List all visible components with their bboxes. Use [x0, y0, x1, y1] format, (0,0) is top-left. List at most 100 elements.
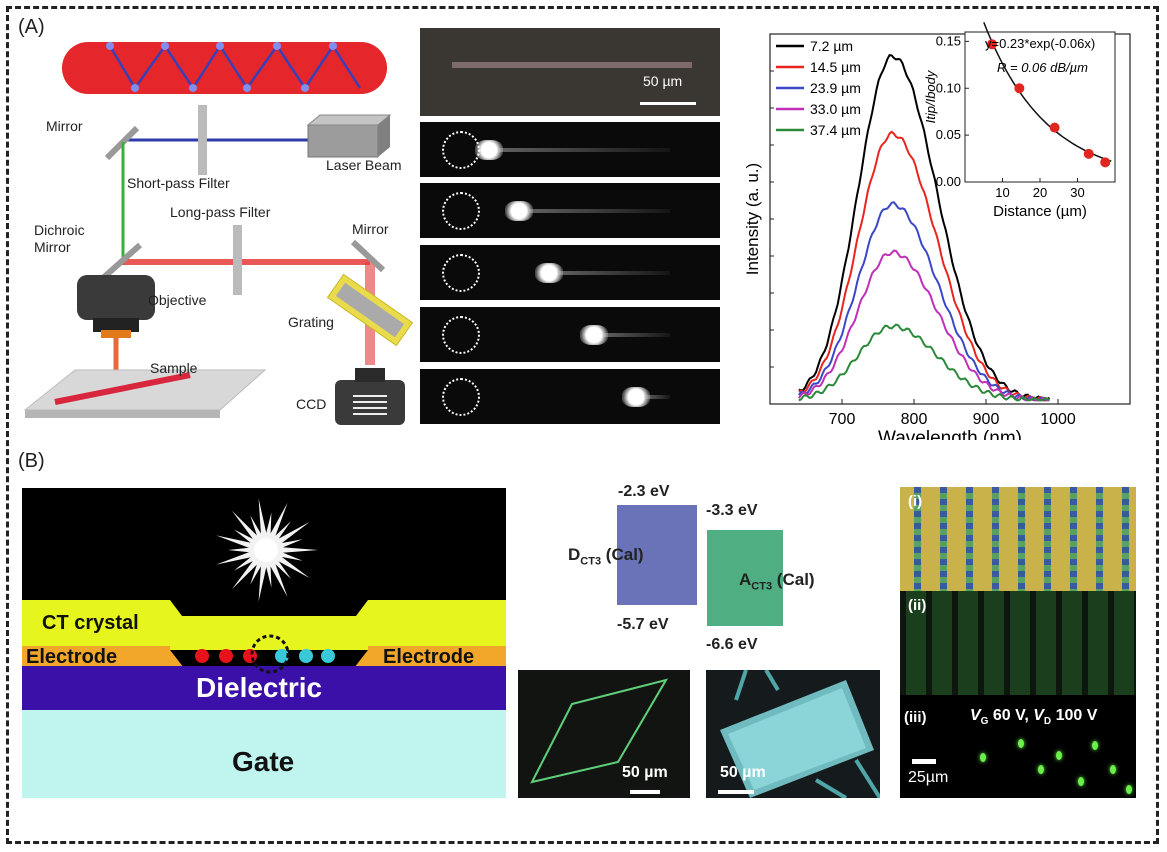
el-spot [980, 753, 986, 762]
electrode-left [22, 646, 170, 668]
emission-spot [505, 201, 533, 221]
inset-y-tick-label: 0.10 [936, 80, 961, 95]
electrode-stripe [914, 487, 921, 591]
el-spot [1038, 765, 1044, 774]
tip-circle [442, 378, 480, 416]
label-short-pass: Short-pass Filter [127, 175, 230, 191]
legend-label: 33.0 µm [810, 101, 861, 117]
long-pass-filter [233, 225, 242, 295]
sample-plate [23, 369, 267, 411]
legend-label: 37.4 µm [810, 122, 861, 138]
inset-x-tick-label: 20 [1033, 185, 1047, 200]
bright-field-image: 50 µm [420, 28, 720, 116]
gate-layer [22, 710, 506, 798]
emission-strip [420, 245, 720, 300]
grating [326, 273, 414, 347]
label-mirror-top: Mirror [46, 118, 83, 134]
image-ii-fluorescence: (ii) [900, 591, 1136, 695]
donor-bottom-energy: -5.7 eV [617, 616, 669, 633]
setup-schematic [23, 42, 414, 425]
electrode-stripe [1044, 487, 1051, 591]
electrode-stripe [1122, 487, 1129, 591]
emission-spot [535, 263, 563, 283]
inset-y-tick-label: 0.15 [936, 33, 961, 48]
tip-circle [442, 192, 480, 230]
zigzag-path [108, 43, 362, 91]
electrode-stripe [940, 487, 947, 591]
donor-level-box [617, 505, 697, 605]
label-ct-crystal: CT crystal [42, 612, 139, 634]
acceptor-level-box [707, 530, 783, 626]
x-tick-label: 900 [973, 411, 1000, 428]
inset-y-tick-label: 0.00 [936, 174, 961, 189]
series-line [797, 249, 1050, 402]
emission-spot [475, 140, 503, 160]
legend-label: 7.2 µm [810, 38, 853, 54]
inset-r-value: R = 0.06 dB/µm [997, 60, 1088, 75]
inset-x-tick-label: 10 [995, 185, 1009, 200]
inset-frame [964, 31, 1116, 183]
emission-strip [420, 122, 720, 177]
label-ii: (ii) [908, 597, 927, 614]
el-spot [1018, 739, 1024, 748]
panel-b-label: (B) [18, 450, 45, 472]
inset-point [1014, 83, 1025, 94]
label-ccd: CCD [296, 396, 327, 412]
donor-top-energy: -2.3 eV [618, 483, 670, 500]
label-sample: Sample [150, 360, 198, 376]
y-axis-label: Intensity (a. u.) [743, 163, 762, 275]
crystal-2-scalebar: 50 µm [720, 764, 766, 781]
sample-nanowire [54, 372, 191, 405]
label-mirror-right: Mirror [352, 221, 389, 237]
series-line [798, 130, 1050, 402]
x-tick-label: 700 [829, 411, 856, 428]
image-iii-scalebar: 25µm [908, 769, 949, 786]
electrode-stripe [1018, 487, 1025, 591]
inset-equation: y=0.23*exp(-0.06x) [985, 36, 1095, 51]
electrode-stripe [1096, 487, 1103, 591]
inset-y-tick-label: 0.05 [936, 127, 961, 142]
electrode-stripe [966, 487, 973, 591]
crystal-image-2: 50 µm [706, 670, 880, 798]
scalebar-line [640, 102, 696, 105]
inset-point [1100, 157, 1111, 168]
acceptor-label: ACT3 (Cal) [739, 570, 815, 593]
x-tick-label: 1000 [1040, 411, 1076, 428]
label-objective: Objective [148, 292, 207, 308]
dichroic-mirror [101, 242, 142, 281]
label-i: (i) [908, 493, 923, 510]
emission-starburst [216, 498, 318, 602]
inset-point [1049, 122, 1060, 133]
tip-circle [442, 254, 480, 292]
image-iii-electroluminescence: (iii) VG 60 V, VD 100 V 25µm [900, 695, 1136, 798]
electrode-right [368, 646, 506, 668]
acceptor-bottom-energy: -6.6 eV [706, 636, 758, 653]
tip-circle [442, 316, 480, 354]
acceptor-top-energy: -3.3 eV [706, 502, 758, 519]
el-spot [1078, 777, 1084, 786]
right-mirror [350, 239, 386, 273]
series-line [798, 201, 1050, 402]
x-axis-label: Wavelength (nm) [878, 428, 1022, 440]
label-dielectric: Dielectric [196, 672, 323, 703]
x-tick-label: 800 [901, 411, 928, 428]
dielectric-layer [22, 666, 506, 710]
label-long-pass: Long-pass Filter [170, 204, 271, 220]
series-line [798, 323, 1051, 402]
panel-a-label: (A) [18, 16, 45, 38]
label-iii: (iii) [904, 709, 927, 726]
emission-spot [622, 387, 650, 407]
label-dichroic-mirror: Dichroic Mirror [34, 222, 85, 255]
donor-label: DCT3 (Cal) [568, 545, 644, 568]
inset-y-label: Itip/Ibody [923, 69, 938, 123]
crystal-1-scalebar: 50 µm [622, 764, 668, 781]
nanowire-rod [62, 42, 387, 94]
label-gate: Gate [232, 746, 295, 777]
label-grating: Grating [288, 314, 334, 330]
image-i-optical: (i) [900, 487, 1136, 591]
nanowire-image [452, 62, 692, 68]
legend-label: 14.5 µm [810, 59, 861, 75]
inset-point [1083, 148, 1094, 159]
emission-spot [580, 325, 608, 345]
